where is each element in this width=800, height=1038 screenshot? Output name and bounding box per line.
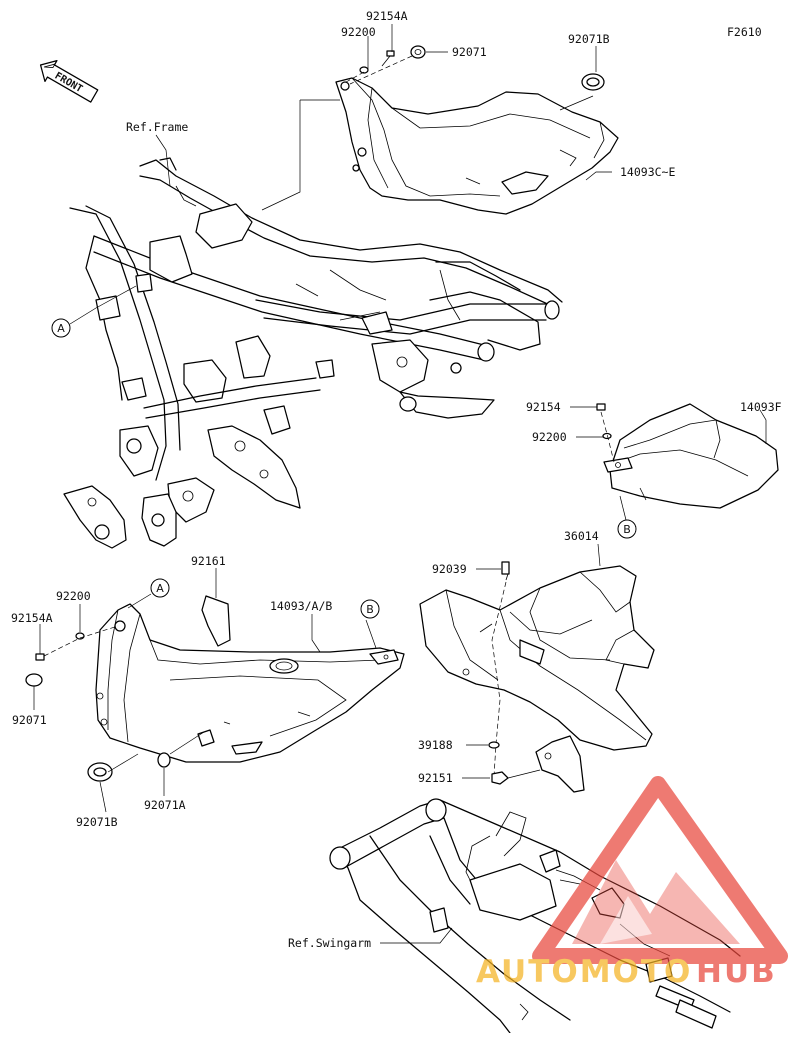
label-92154-right: 92154 — [526, 400, 561, 414]
callout-b-cover: B — [360, 599, 380, 619]
front-arrow-icon: FRONT — [39, 59, 99, 103]
lower-side-cover-14093ab — [95, 603, 405, 763]
automotohub-watermark-logo: AUTOMOTO HUB — [476, 776, 788, 990]
watermark-brand-part1: AUTOMOTO — [476, 954, 692, 990]
label-92154a-top: 92154A — [366, 9, 408, 23]
callout-a-frame: A — [51, 285, 137, 338]
label-92071b-left: 92071B — [76, 815, 118, 829]
upper-side-cover — [335, 77, 619, 215]
rear-right-cover-14093f — [603, 403, 779, 509]
label-92154a-left: 92154A — [11, 611, 53, 625]
label-92200-right: 92200 — [532, 430, 567, 444]
swingarm-assembly — [329, 798, 741, 1034]
bolt-92039 — [501, 561, 510, 581]
bolt-92154a-top — [381, 50, 395, 67]
label-36014: 36014 — [564, 529, 599, 543]
label-ref-swingarm: Ref.Swingarm — [288, 936, 371, 950]
label-92151: 92151 — [418, 771, 453, 785]
grommet-92071b-left — [87, 762, 113, 782]
label-92071-top: 92071 — [452, 45, 487, 59]
label-92071b-top: 92071B — [568, 32, 610, 46]
callout-b-right: B — [617, 519, 637, 539]
svg-text:B: B — [366, 603, 374, 616]
washer-39188 — [488, 741, 500, 749]
label-92071a: 92071A — [144, 798, 186, 812]
watermark-brand-part2: HUB — [696, 954, 777, 990]
label-14093f: 14093F — [740, 400, 782, 414]
callout-a-cover: A — [127, 578, 170, 609]
label-ref-frame: Ref.Frame — [126, 120, 188, 134]
label-39188: 39188 — [418, 738, 453, 752]
svg-text:A: A — [156, 582, 164, 595]
rear-fender-36014 — [419, 565, 655, 751]
label-92039: 92039 — [432, 562, 467, 576]
svg-text:B: B — [623, 523, 631, 536]
pad-92161 — [201, 595, 231, 647]
label-92200-left: 92200 — [56, 589, 91, 603]
diagram-code: F2610 — [727, 25, 762, 39]
label-14093ab: 14093/A/B — [270, 599, 332, 613]
label-92200-top: 92200 — [341, 25, 376, 39]
label-14093ce: 14093C~E — [620, 165, 675, 179]
grommet-92071b-top — [581, 73, 605, 91]
washer-92200-right — [602, 432, 612, 440]
bolt-92154a-left — [35, 653, 45, 661]
frame-assembly: Ref.Frame — [63, 120, 563, 549]
bolt-92151 — [491, 769, 541, 785]
fender-bracket — [535, 735, 585, 793]
label-92161: 92161 — [191, 554, 226, 568]
grommet-92071a — [157, 752, 171, 768]
bolt-92154-right — [596, 403, 606, 411]
svg-text:A: A — [57, 322, 65, 335]
grommet-92071-left — [25, 673, 43, 687]
grommet-92071-top — [410, 45, 426, 59]
label-92071-left: 92071 — [12, 713, 47, 727]
